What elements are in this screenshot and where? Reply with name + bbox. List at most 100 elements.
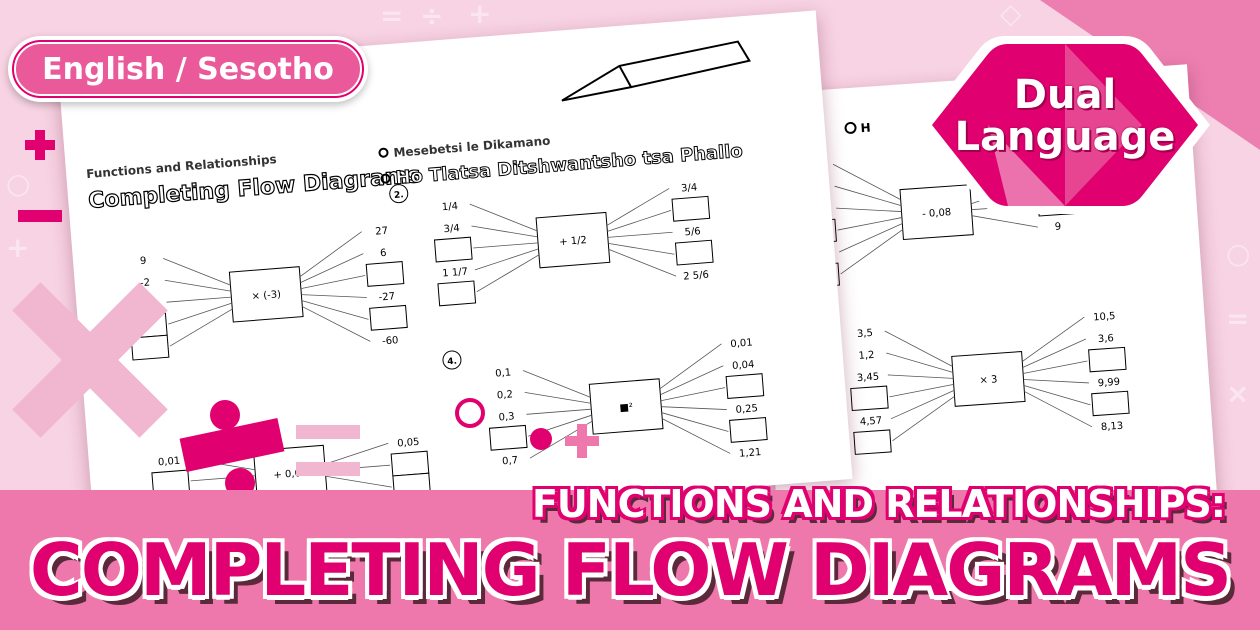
answer-blank-box xyxy=(853,429,892,455)
language-label: Language xyxy=(954,114,1176,160)
connector-line xyxy=(301,294,367,298)
connector-line xyxy=(1024,391,1093,428)
output-value: 10,5 xyxy=(1093,311,1116,324)
connector-line xyxy=(1022,316,1085,362)
answer-blank-box xyxy=(729,417,768,443)
connector-line xyxy=(168,302,232,325)
connector-line xyxy=(607,231,673,238)
connector-line xyxy=(1022,338,1087,368)
banner-title: COMPLETING FLOW DIAGRAMS xyxy=(29,528,1232,612)
plus-symbol: + xyxy=(6,231,30,264)
answer-blank-box xyxy=(433,236,473,263)
input-value: 3,45 xyxy=(857,372,880,385)
connector-line xyxy=(301,300,369,320)
connector-line xyxy=(889,383,954,398)
connector-line xyxy=(659,343,722,390)
connector-line xyxy=(834,185,902,206)
connector-line xyxy=(524,391,591,404)
input-value: 3,5 xyxy=(857,328,874,340)
connector-line xyxy=(1023,385,1091,406)
answer-blank-box xyxy=(850,385,889,412)
output-value: 9 xyxy=(1054,221,1061,232)
diamond-symbol: ◇ xyxy=(1000,0,1022,30)
connector-line xyxy=(660,387,726,402)
connector-line xyxy=(661,406,727,410)
connector-line xyxy=(608,242,675,255)
connector-line xyxy=(476,254,540,293)
output-value: -27 xyxy=(378,291,395,303)
dual-language-diamond xyxy=(920,36,1210,214)
connector-line xyxy=(886,352,953,373)
connector-line xyxy=(162,257,231,286)
output-value: -60 xyxy=(382,335,399,347)
language-badge-label: English / Sesotho xyxy=(12,40,364,98)
connector-line xyxy=(300,253,364,283)
question-number-circle xyxy=(442,350,462,370)
connector-line xyxy=(325,475,392,488)
input-value: 0,1 xyxy=(495,367,512,379)
connector-line xyxy=(473,242,539,249)
connector-line xyxy=(892,396,955,442)
answer-blank-box xyxy=(1091,390,1130,417)
input-value: 0,7 xyxy=(502,455,519,467)
connector-line xyxy=(837,217,903,231)
connector-line xyxy=(169,308,233,347)
connector-line xyxy=(887,374,954,379)
connector-line xyxy=(832,163,901,200)
input-value: 0,3 xyxy=(498,411,515,423)
answer-blank-box xyxy=(130,334,170,361)
connector-line xyxy=(324,442,389,465)
question-number: 2. xyxy=(394,190,404,201)
input-value: 1 1/7 xyxy=(442,266,468,279)
answer-blank-box xyxy=(365,261,405,287)
connector-line xyxy=(164,279,231,292)
question-number: 4. xyxy=(447,357,457,368)
connector-line xyxy=(836,207,902,212)
output-value: 6 xyxy=(380,248,387,259)
language-badge: English / Sesotho xyxy=(8,36,368,102)
input-value: 0,01 xyxy=(158,456,181,469)
pencil-illustration xyxy=(561,40,751,102)
title-banner xyxy=(0,490,1260,630)
output-value: 2 5/6 xyxy=(683,270,709,283)
circle-symbol: ○ xyxy=(6,167,31,200)
output-value: 1,21 xyxy=(739,447,762,460)
answer-blank-box xyxy=(1088,346,1127,373)
connector-line xyxy=(971,215,1038,228)
connector-line xyxy=(1023,360,1088,374)
answer-blank-box xyxy=(437,280,477,307)
divide-symbol: ÷ xyxy=(420,0,444,32)
connector-line xyxy=(300,275,366,290)
input-value: 4,57 xyxy=(860,415,883,428)
connector-line xyxy=(890,389,955,420)
function-operation: × (-3) xyxy=(251,289,281,302)
input-value: -2 xyxy=(140,277,151,289)
circle-symbol: ○ xyxy=(1226,237,1251,270)
connector-line xyxy=(606,188,670,226)
function-box xyxy=(951,351,1026,407)
output-value: 5/6 xyxy=(684,226,701,238)
input-value: 3/4 xyxy=(443,223,460,235)
function-operation: - 0,08 xyxy=(922,207,952,220)
output-value: 8,13 xyxy=(1101,421,1124,434)
input-value: 9 xyxy=(140,256,147,267)
dual-language-badge: Dual Language xyxy=(880,30,1250,220)
output-value: 0,05 xyxy=(397,437,420,450)
connector-line xyxy=(474,248,539,271)
answer-blank-box xyxy=(369,304,408,331)
output-value: 0,01 xyxy=(730,337,753,350)
connector-line xyxy=(471,225,538,238)
output-value: 3,6 xyxy=(1098,333,1115,345)
equals-symbol: = xyxy=(1226,302,1250,335)
worksheet-topic-st: Mesebetsi le Dikamano xyxy=(393,134,551,160)
question-number-circle xyxy=(389,184,409,204)
connector-line xyxy=(166,296,232,303)
answer-blank-box xyxy=(671,195,711,222)
dual-label: Dual xyxy=(1013,72,1117,118)
plus-symbol: + xyxy=(468,0,492,30)
connector-line xyxy=(469,203,538,232)
worksheet-2-header: H xyxy=(860,121,871,136)
connector-line xyxy=(299,231,362,277)
connector-line xyxy=(522,370,591,398)
connector-line xyxy=(302,306,371,342)
